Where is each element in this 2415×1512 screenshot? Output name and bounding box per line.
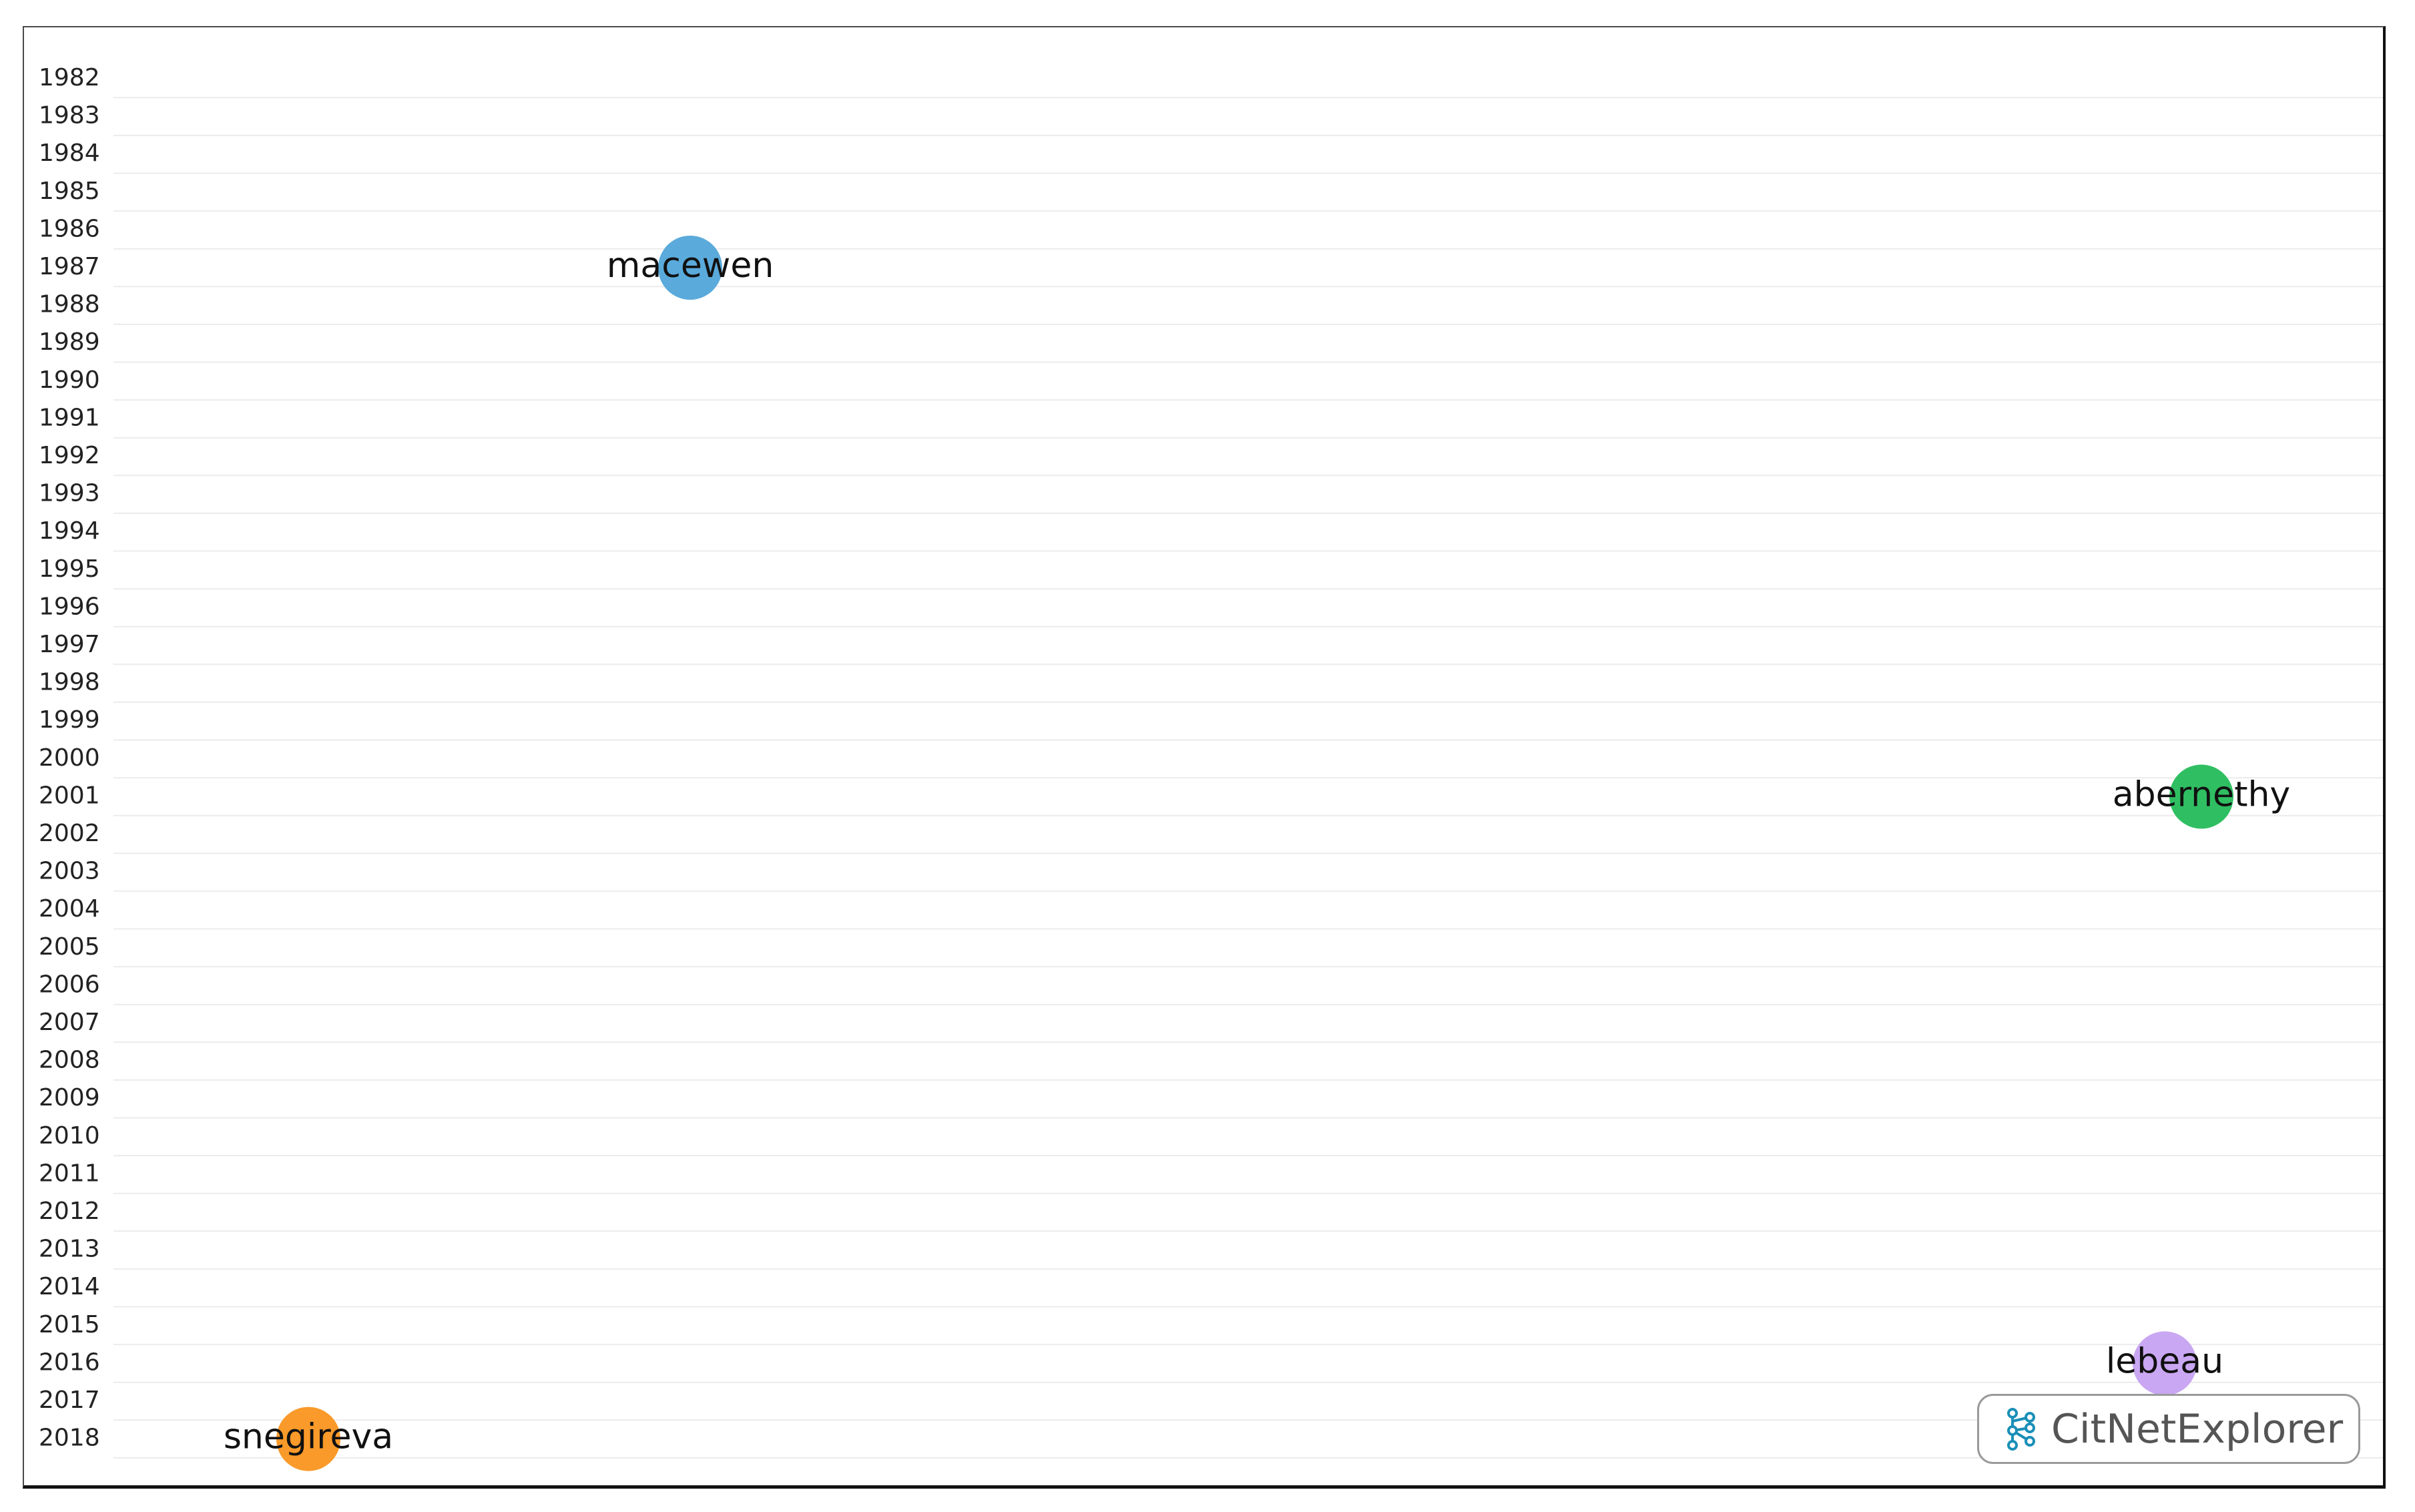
publication-nodes[interactable]: macewen abernethy lebeau snegireva bbox=[224, 236, 2290, 1471]
year-tick-label: 1982 bbox=[39, 64, 100, 91]
year-tick-label: 2001 bbox=[39, 782, 100, 809]
node-label: abernethy bbox=[2113, 774, 2290, 814]
publication-node-snegireva[interactable]: snegireva bbox=[224, 1407, 393, 1471]
year-tick-label: 1997 bbox=[39, 631, 100, 658]
year-tick-label: 1992 bbox=[39, 442, 100, 469]
node-circle[interactable] bbox=[2133, 1331, 2197, 1396]
year-tick-label: 2015 bbox=[39, 1311, 100, 1338]
year-tick-label: 1988 bbox=[39, 291, 100, 318]
year-tick-label: 2000 bbox=[39, 744, 100, 772]
year-tick-label: 1998 bbox=[39, 669, 100, 696]
node-circle[interactable] bbox=[276, 1407, 340, 1471]
citnetexplorer-logo-icon bbox=[2007, 1407, 2035, 1451]
year-tick-label: 2004 bbox=[39, 895, 100, 923]
year-tick-label: 1999 bbox=[39, 706, 100, 734]
year-tick-label: 2014 bbox=[39, 1273, 100, 1300]
year-tick-label: 2002 bbox=[39, 820, 100, 847]
watermark-text: CitNetExplorer bbox=[2051, 1405, 2344, 1453]
year-tick-label: 1983 bbox=[39, 102, 100, 130]
year-tick-label: 1989 bbox=[39, 328, 100, 356]
year-tick-label: 2003 bbox=[39, 858, 100, 885]
publication-node-lebeau[interactable]: lebeau bbox=[2106, 1331, 2223, 1396]
year-tick-label: 2006 bbox=[39, 971, 100, 998]
year-axis: 1982 1983 1984 1985 1986 1987 1988 1989 1990 1991… bbox=[39, 64, 100, 1452]
year-tick-label: 1994 bbox=[39, 517, 100, 545]
year-tick-label: 2018 bbox=[39, 1425, 100, 1452]
node-circle[interactable] bbox=[2169, 764, 2233, 829]
year-tick-label: 2005 bbox=[39, 933, 100, 961]
year-tick-label: 1995 bbox=[39, 555, 100, 583]
year-tick-label: 2010 bbox=[39, 1122, 100, 1150]
year-tick-label: 1990 bbox=[39, 366, 100, 394]
year-tick-label: 2016 bbox=[39, 1348, 100, 1376]
timeline-chart-frame bbox=[23, 26, 2386, 1489]
year-tick-label: 2007 bbox=[39, 1009, 100, 1036]
year-tick-label: 2013 bbox=[39, 1236, 100, 1263]
year-tick-label: 1993 bbox=[39, 480, 100, 507]
year-tick-label: 2008 bbox=[39, 1047, 100, 1074]
citnetexplorer-watermark: CitNetExplorer bbox=[1977, 1394, 2360, 1464]
year-tick-label: 1991 bbox=[39, 404, 100, 431]
node-label: lebeau bbox=[2106, 1341, 2223, 1381]
year-tick-label: 2017 bbox=[39, 1387, 100, 1414]
node-label: snegireva bbox=[224, 1417, 393, 1457]
node-circle[interactable] bbox=[658, 236, 722, 300]
year-tick-label: 2009 bbox=[39, 1084, 100, 1111]
year-tick-label: 2012 bbox=[39, 1198, 100, 1225]
year-tick-label: 1985 bbox=[39, 178, 100, 205]
year-tick-label: 1996 bbox=[39, 593, 100, 620]
publication-node-abernethy[interactable]: abernethy bbox=[2113, 764, 2290, 829]
publication-node-macewen[interactable]: macewen bbox=[607, 236, 774, 300]
year-tick-label: 2011 bbox=[39, 1160, 100, 1187]
year-tick-label: 1984 bbox=[39, 140, 100, 167]
node-label: macewen bbox=[607, 246, 774, 286]
year-tick-label: 1987 bbox=[39, 253, 100, 280]
gridlines bbox=[113, 97, 2383, 1459]
year-tick-label: 1986 bbox=[39, 215, 100, 242]
